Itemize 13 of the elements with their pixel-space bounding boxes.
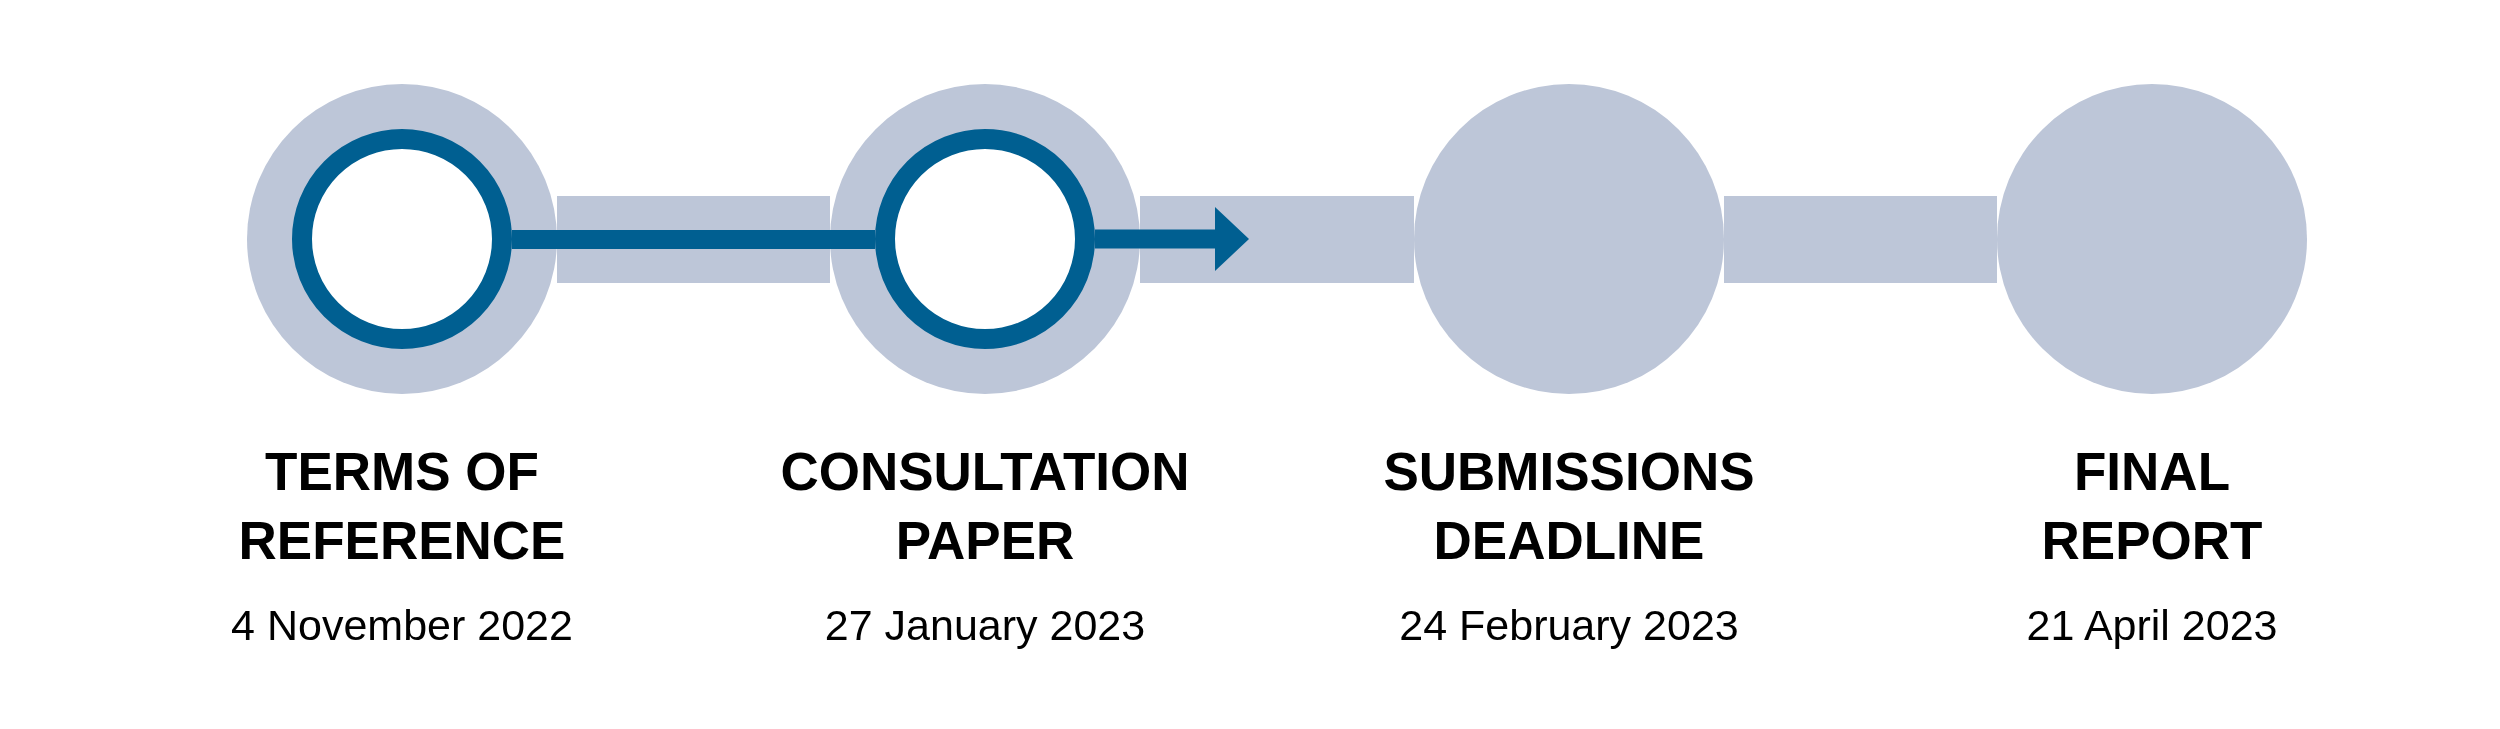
arrow [1095, 207, 1249, 271]
timeline-band [557, 195, 830, 283]
milestone-title: TERMS OF REFERENCE [237, 441, 567, 572]
connector-line [512, 229, 875, 249]
milestone-title: CONSULTATION PAPER [779, 441, 1191, 572]
milestone-date: 27 January 2023 [824, 600, 1146, 651]
timeline-band [1140, 195, 1414, 283]
milestone-title: FINAL REPORT [2040, 441, 2264, 572]
timeline-band [1724, 195, 1997, 283]
milestone-date: 4 November 2022 [231, 600, 573, 651]
milestone-title: SUBMISSIONS DEADLINE [1382, 441, 1756, 572]
milestone-date: 21 April 2023 [2026, 600, 2278, 651]
milestone-date: 24 February 2023 [1399, 600, 1739, 651]
